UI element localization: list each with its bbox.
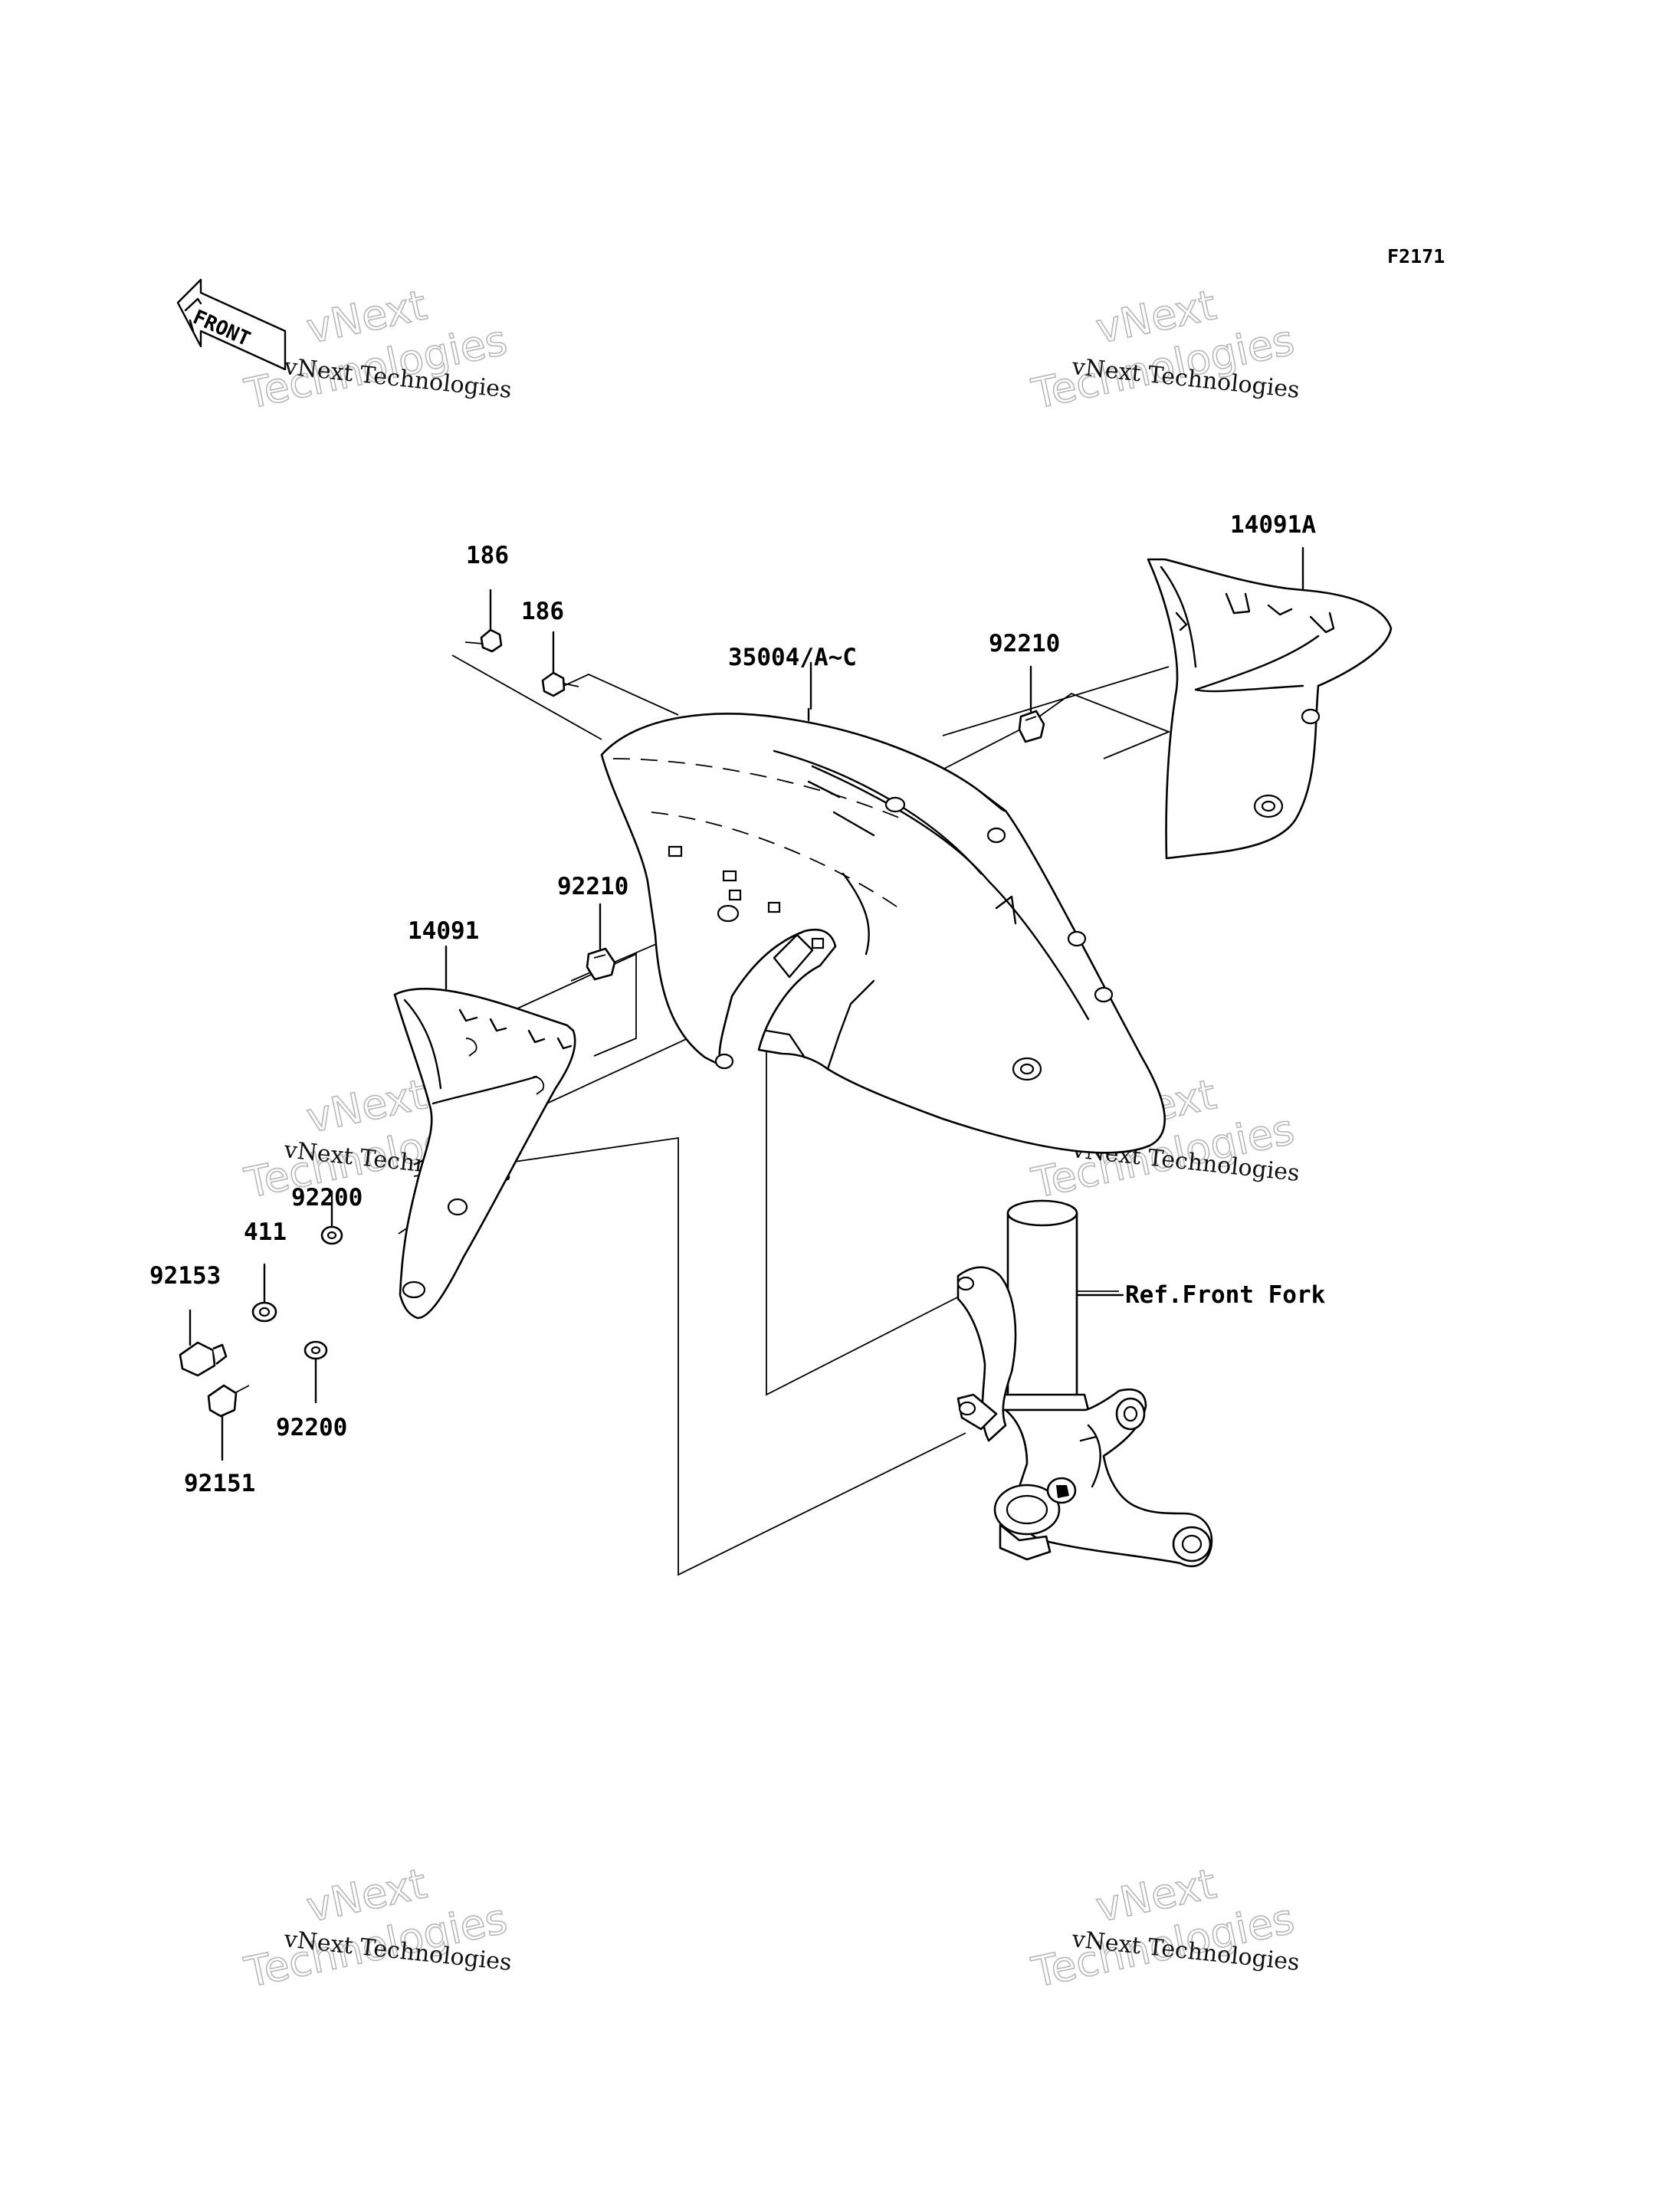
clip-nut-92210-left[interactable] xyxy=(586,903,616,981)
washer-92200-upper[interactable] xyxy=(320,1190,343,1245)
part-label-186: 186 xyxy=(466,542,509,569)
watermark: vNext Technologies vNext Technologies xyxy=(1027,280,1301,418)
part-label-35004: 35004/A~C xyxy=(728,644,857,671)
part-label-14091a: 14091A xyxy=(1230,511,1316,539)
part-label-92210: 92210 xyxy=(989,630,1060,657)
watermark: vNext Technologies vNext Technologies xyxy=(240,1858,513,1997)
front-direction-arrow-icon: FRONT xyxy=(176,278,287,371)
part-label-186: 186 xyxy=(521,598,564,625)
front-fender-35004[interactable] xyxy=(600,707,1166,1154)
washer-92200-lower[interactable] xyxy=(304,1340,328,1404)
clip-nut-92210-right[interactable] xyxy=(1018,665,1045,743)
front-fork-reference xyxy=(956,1199,1213,1568)
watermark: vNext Technologies vNext Technologies xyxy=(1027,1858,1301,1997)
bolt-186-b[interactable] xyxy=(541,631,579,697)
part-label-92151: 92151 xyxy=(184,1470,255,1497)
part-label-14091: 14091 xyxy=(408,917,479,945)
bolt-186-a[interactable] xyxy=(464,589,503,653)
fender-cover-14091[interactable] xyxy=(393,945,576,1320)
part-label-92200: 92200 xyxy=(276,1414,347,1441)
collar-411[interactable] xyxy=(251,1263,277,1323)
watermark: vNext Technologies vNext Technologies xyxy=(240,280,513,418)
bolt-92151[interactable] xyxy=(207,1384,250,1461)
part-label-92153: 92153 xyxy=(149,1262,221,1290)
part-label-front-fork: Ref.Front Fork xyxy=(1125,1281,1326,1309)
part-label-411: 411 xyxy=(244,1218,287,1246)
diagram-code: F2171 xyxy=(1387,245,1445,267)
bolt-92153[interactable] xyxy=(179,1309,228,1377)
part-label-92210: 92210 xyxy=(557,873,628,900)
part-label-92200: 92200 xyxy=(291,1184,363,1212)
fender-cover-14091a[interactable] xyxy=(1147,546,1393,860)
